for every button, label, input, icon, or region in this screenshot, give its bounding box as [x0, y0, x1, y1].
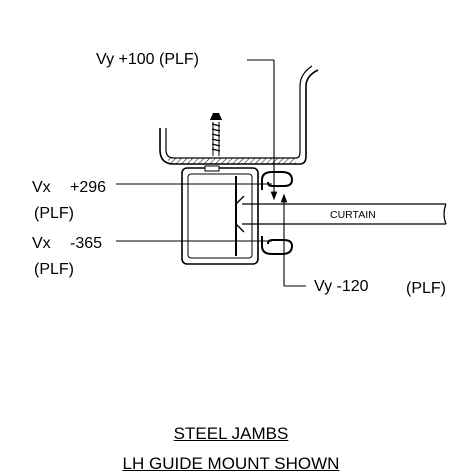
guide-body — [181, 165, 259, 265]
jamb-flange — [159, 69, 319, 165]
guide-slot — [204, 165, 220, 172]
guide-lip — [235, 195, 245, 233]
caption-subtitle: LH GUIDE MOUNT SHOWN — [122, 454, 340, 473]
steel-jamb — [159, 65, 319, 165]
vx-bottom-unit: (PLF) — [34, 261, 74, 278]
lower-curl — [261, 236, 294, 255]
curtain-curls — [261, 171, 294, 255]
vx-top-callout: Vx +296 (PLF) — [32, 179, 272, 222]
guide-outer — [181, 167, 259, 265]
vx-bottom-value: -365 — [70, 235, 102, 252]
curtain-label: CURTAIN — [330, 209, 376, 221]
caption-title: STEEL JAMBS — [173, 424, 289, 443]
curtain: CURTAIN — [242, 203, 447, 225]
upper-curl — [261, 171, 294, 190]
jamb-hatch — [168, 158, 296, 164]
vy-top-callout: Vy +100 (PLF) — [96, 51, 278, 201]
vx-bottom-label: Vx — [32, 235, 51, 252]
guide-inner — [187, 173, 253, 259]
vy-bottom-unit: (PLF) — [406, 280, 446, 297]
vx-top-value: +296 — [70, 179, 106, 196]
vx-top-unit: (PLF) — [34, 205, 74, 222]
jamb-flange-inner — [165, 65, 313, 159]
vy-top-label: Vy +100 (PLF) — [96, 51, 199, 68]
vx-bottom-callout: Vx -365 (PLF) — [32, 235, 272, 278]
vx-top-label: Vx — [32, 179, 51, 196]
screw-fastener — [210, 113, 222, 156]
vy-bottom-callout: Vy -120 (PLF) — [280, 193, 446, 297]
vy-bottom-label: Vy -120 — [314, 278, 369, 295]
